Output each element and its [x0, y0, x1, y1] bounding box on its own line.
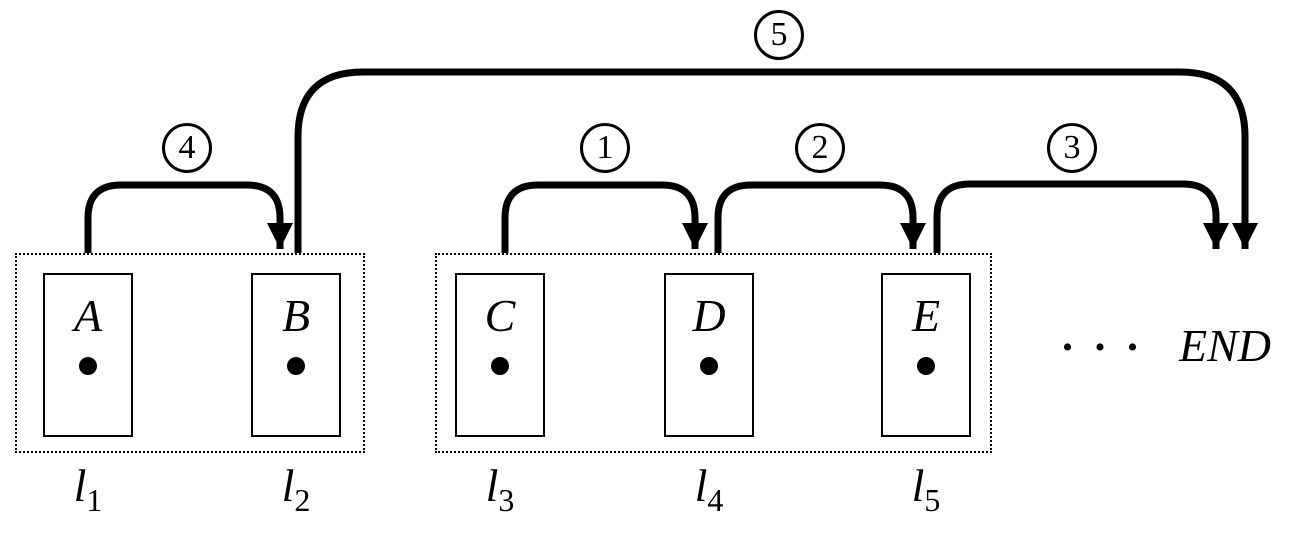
slot-label-l5-sub: 5	[924, 482, 941, 518]
cell-e-dot-icon	[917, 357, 935, 375]
cell-a-dot-icon	[79, 357, 97, 375]
slot-label-l2-base: l	[281, 460, 295, 511]
cell-d: D	[664, 273, 754, 437]
cell-b-dot-icon	[287, 357, 305, 375]
step-badge-4: 4	[162, 123, 212, 173]
slot-label-l1: l1	[28, 458, 148, 516]
slot-label-l4-sub: 4	[707, 482, 724, 518]
cell-c-dot-icon	[491, 357, 509, 375]
step-badge-2-label: 2	[811, 129, 829, 166]
slot-label-l4: l4	[649, 458, 769, 516]
slot-label-l5: l5	[866, 458, 986, 516]
end-label: END	[1179, 320, 1271, 371]
arrow-2-d-to-e	[714, 181, 926, 253]
cell-d-letter: D	[692, 290, 726, 341]
step-badge-5: 5	[754, 10, 804, 60]
slot-label-l3-base: l	[485, 460, 499, 511]
cell-b-letter: B	[281, 290, 311, 341]
slot-label-l2-sub: 2	[294, 482, 311, 518]
ellipsis-dots: •••	[1062, 331, 1160, 364]
step-badge-3: 3	[1047, 123, 1097, 173]
cell-e-letter: E	[911, 290, 941, 341]
cell-b: B	[251, 273, 341, 437]
step-badge-4-label: 4	[178, 129, 196, 166]
cell-c: C	[455, 273, 545, 437]
step-badge-1-label: 1	[596, 129, 614, 166]
group-box-1	[15, 253, 365, 453]
cell-c-letter: C	[484, 290, 516, 341]
step-badge-2: 2	[795, 123, 845, 173]
slot-label-l3: l3	[440, 458, 560, 516]
slot-label-l2: l2	[236, 458, 356, 516]
cell-e: E	[881, 273, 971, 437]
slot-label-l4-base: l	[694, 460, 708, 511]
arrow-3-e-to-end	[933, 180, 1229, 253]
step-badge-1: 1	[580, 123, 630, 173]
step-badge-3-label: 3	[1063, 129, 1081, 166]
arrow-4-a-to-b	[84, 181, 293, 253]
arrow-1-c-to-d	[501, 181, 708, 253]
slot-label-l1-base: l	[73, 460, 87, 511]
slot-label-l3-sub: 3	[498, 482, 515, 518]
group-box-2	[435, 253, 992, 453]
arrow-5-b-to-end	[294, 68, 1258, 253]
slot-label-l5-base: l	[911, 460, 925, 511]
cell-a: A	[43, 273, 133, 437]
cell-a-letter: A	[73, 290, 103, 341]
step-badge-5-label: 5	[770, 16, 788, 53]
cell-d-dot-icon	[700, 357, 718, 375]
slot-label-l1-sub: 1	[86, 482, 103, 518]
